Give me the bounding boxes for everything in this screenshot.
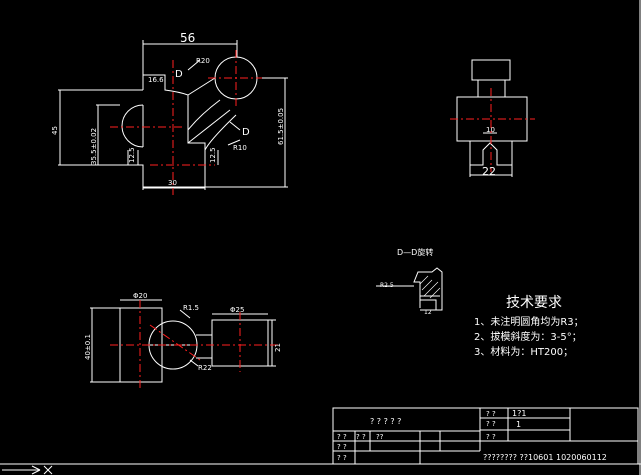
title-left-1: ? ? (337, 433, 347, 441)
title-left-3: ? ? (337, 454, 347, 462)
title-name-placeholder: ? ? ? ? ? (370, 417, 401, 426)
dim-slot-10: 10 (486, 126, 495, 134)
dim-left-height: 40±0.1 (84, 334, 92, 360)
bottom-view: Φ20 R1.5 Φ25 40±0.1 21 R22 (84, 292, 282, 390)
dim-r22: R22 (198, 364, 212, 372)
title-left-2: ? ? (337, 443, 347, 451)
dim-right-height-21: 21 (274, 343, 282, 352)
dim-r10: R10 (233, 144, 247, 152)
section-label-d-top: D (175, 69, 183, 80)
tech-requirements: 技术要求 1、未注明圆角均为R3； 2、拔模斜度为：3-5°； 3、材料为：HT… (474, 295, 584, 358)
dim-width-56: 56 (180, 31, 195, 45)
section-view: D—D旋转 R2.5 12 (376, 247, 443, 316)
dim-bottom-30: 30 (168, 179, 177, 187)
tech-item-2: 2、拔模斜度为：3-5°； (474, 330, 582, 343)
tech-item-1: 1、未注明圆角均为R3； (474, 315, 584, 328)
dim-inner-height: 35.5±0.02 (90, 128, 98, 165)
dim-bottom-22: 22 (482, 165, 496, 178)
title-r3-label: ? ? (486, 433, 496, 441)
hatching (419, 275, 441, 299)
title-block: ? ? ? ? ? ? ? 1?1 ? ? 1 ? ? ? ? ?? ? ? ?… (332, 407, 639, 465)
dim-width-12: 12 (424, 309, 432, 316)
tech-item-3: 3、材料为：HT200； (474, 345, 573, 358)
dim-right-height: 61.5±0.05 (277, 108, 285, 145)
dim-r1-5: R1.5 (183, 304, 199, 312)
title-qty-label: ? ? (486, 420, 496, 428)
dim-top-16-6: 16.6 (148, 76, 164, 84)
section-label-d-bottom: D (242, 127, 250, 138)
title-mid-text: ?? (376, 433, 384, 441)
dim-r2-5: R2.5 (380, 282, 394, 289)
title-scale-label: ? ? (486, 410, 496, 418)
dim-height-45: 45 (51, 126, 59, 135)
dim-small-left: 12.5 (128, 147, 136, 163)
title-scale-value: 1?1 (512, 409, 526, 418)
dim-phi20: Φ20 (133, 292, 147, 300)
dim-r20: R20 (196, 57, 210, 65)
side-view: 10 22 (450, 59, 535, 178)
dim-small-right: 12.5 (209, 147, 217, 163)
ucs-icon (2, 465, 53, 475)
title-left-1b: ? ? (356, 433, 366, 441)
front-view: 56 16.6 R20 D D 45 35.5±0.02 12.5 12.5 R… (51, 31, 288, 195)
dim-phi25: Φ25 (230, 306, 244, 314)
section-title: D—D旋转 (397, 247, 433, 257)
tech-title: 技术要求 (506, 295, 562, 311)
title-qty-value: 1 (516, 420, 521, 429)
title-footer-text: ???????? ??10601 1020060112 (483, 453, 607, 462)
